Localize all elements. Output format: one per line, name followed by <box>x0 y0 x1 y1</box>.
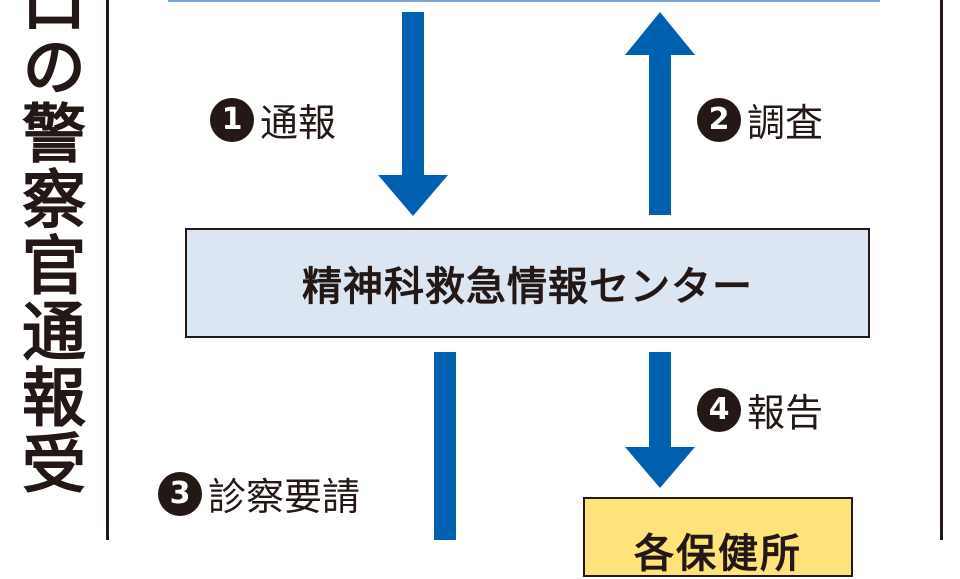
arrow-down-report-back <box>625 352 695 488</box>
step-4-label: 4 報告 <box>697 382 823 437</box>
arrow-up-investigate <box>625 12 695 215</box>
step-number-icon: 4 <box>697 387 741 432</box>
arrows <box>378 12 695 540</box>
health-centers-box: 各保健所 <box>583 497 853 577</box>
side-title: 口の警察官通報受 <box>11 0 85 496</box>
step-text: 診察要請 <box>208 475 361 519</box>
step-2-label: 2 調査 <box>697 92 823 147</box>
arrow-down-exam-request <box>434 352 456 540</box>
step-number-icon: 1 <box>210 97 254 142</box>
step-text: 報告 <box>747 391 824 435</box>
step-3-label: 3 診察要請 <box>158 466 360 521</box>
step-1-label: 1 通報 <box>210 92 336 147</box>
arrow-down-report <box>378 12 448 216</box>
step-text: 通報 <box>260 101 337 145</box>
step-text: 調査 <box>747 101 824 145</box>
step-number-icon: 3 <box>158 471 202 516</box>
top-box <box>168 0 880 2</box>
frame-left-border <box>106 0 109 540</box>
frame-right-border <box>940 0 943 540</box>
step-number-icon: 2 <box>697 97 741 142</box>
psychiatric-emergency-center-box: 精神科救急情報センター <box>185 228 870 338</box>
